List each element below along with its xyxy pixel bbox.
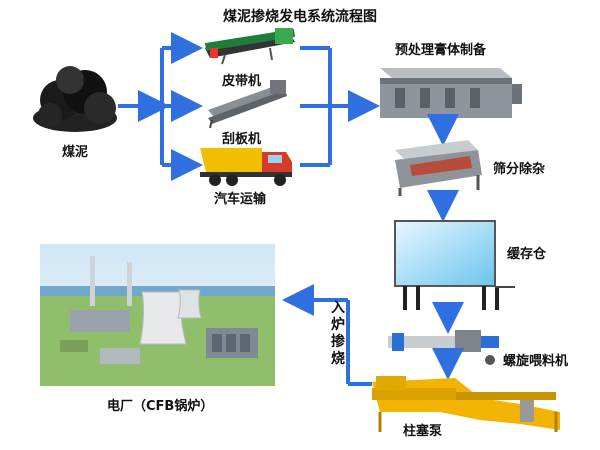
scraper-conveyor-image — [208, 80, 287, 129]
distribution-arrows — [118, 32, 203, 181]
dump-truck-image — [200, 148, 292, 186]
belt-conveyor-image — [204, 28, 296, 65]
coal-slime-image — [33, 66, 117, 132]
screw-feeder-image — [388, 330, 499, 365]
pretreatment-mixer-image — [380, 68, 522, 118]
label-coal-slime: 煤泥 — [62, 145, 89, 160]
label-power-plant: 电厂（CFB锅炉） — [107, 399, 214, 414]
label-plunger-pump: 柱塞泵 — [403, 424, 443, 439]
label-pretreatment: 预处理膏体制备 — [395, 43, 487, 58]
label-scraper-conveyor: 刮板机 — [222, 132, 262, 147]
buffer-bin-image — [394, 220, 515, 310]
label-into-furnace: 入炉掺烧 — [331, 300, 345, 367]
plunger-pump-image — [372, 376, 560, 432]
collect-arrows — [300, 46, 380, 167]
label-buffer-bin: 缓存仓 — [507, 247, 547, 262]
power-plant-image — [40, 244, 275, 386]
label-screw-feeder: 螺旋喂料机 — [503, 354, 569, 369]
label-belt-conveyor: 皮带机 — [222, 74, 262, 89]
diagram-title: 煤泥掺烧发电系统流程图 — [223, 9, 377, 25]
vibrating-screen-image — [395, 140, 482, 196]
label-screening: 筛分除杂 — [493, 162, 546, 177]
label-truck-transport: 汽车运输 — [214, 192, 267, 207]
return-arrow — [282, 284, 372, 386]
